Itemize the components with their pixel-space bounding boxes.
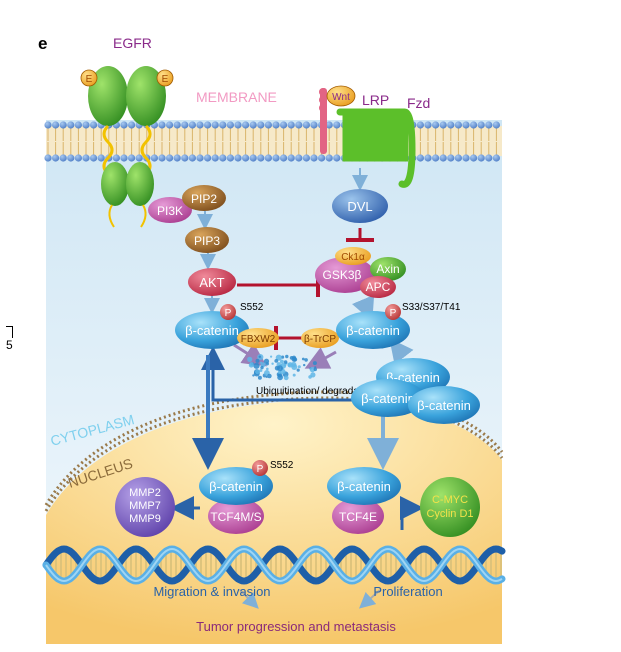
svg-text:PI3K: PI3K [157, 204, 183, 218]
svg-text:AKT: AKT [199, 275, 224, 290]
phospho-nuclear [252, 460, 268, 476]
fbxw2-node [237, 328, 279, 348]
myc-cyclin-targets [420, 477, 480, 537]
beta-catenin-nuclear-left [199, 467, 273, 505]
egf-ligand-right [156, 69, 174, 87]
fzd-receptor [336, 108, 416, 188]
svg-text:β-catenin: β-catenin [337, 479, 391, 494]
svg-text:P: P [390, 308, 397, 319]
migration-label: Migration & invasion [153, 584, 270, 599]
egf-ligand-left [80, 69, 98, 87]
pathway-connectors [170, 168, 424, 609]
wnt-receptor-complex: Wnt LRP Fzd [319, 85, 430, 188]
btrcp-node [301, 328, 339, 348]
margin-marker: 5 [6, 326, 13, 352]
tcf4e-node [332, 498, 384, 534]
pi3k-node [148, 197, 192, 223]
site-s33-s37-t41: S33/S37/T41 [402, 302, 461, 313]
beta-catenin-left [175, 311, 249, 349]
axin-node [370, 257, 406, 281]
ck1a-node [335, 247, 371, 265]
destruction-complex: DVL GSK3β Ck1α Axin APC [315, 189, 406, 298]
svg-text:P: P [257, 464, 264, 475]
svg-text:DVL: DVL [347, 199, 372, 214]
proliferation-label: Proliferation [373, 584, 442, 599]
egfr-receptor: EGFR E E [80, 35, 174, 228]
wnt-ligand [326, 85, 356, 107]
svg-text:C-MYC: C-MYC [432, 494, 468, 506]
gsk3b-node [315, 257, 375, 293]
akt-pathway: PI3K PIP2 PIP3 AKT [148, 185, 236, 296]
svg-text:β-catenin: β-catenin [185, 323, 239, 338]
tumor-outcome-label: Tumor progression and metastasis [196, 619, 396, 634]
svg-text:TCF4E: TCF4E [339, 510, 377, 524]
phospho-left [220, 304, 236, 320]
nuclear-complexes: TCF4M/S β-catenin P S552 TCF4E β-catenin… [115, 460, 480, 537]
beta-catenin-nuclear-right [327, 467, 401, 505]
svg-text:MMP2: MMP2 [129, 487, 161, 499]
svg-text:APC: APC [366, 280, 391, 294]
svg-text:β-catenin: β-catenin [346, 323, 400, 338]
akt-node [188, 268, 236, 296]
dna-helix [42, 545, 506, 585]
pip3-node [185, 227, 229, 253]
svg-text:PIP2: PIP2 [191, 192, 217, 206]
degradation-label: Ubiquitination/ degradation [256, 386, 375, 397]
margin-number: 5 [6, 338, 13, 352]
svg-text:β-catenin: β-catenin [209, 479, 263, 494]
beta-catenin-right [336, 311, 410, 349]
svg-text:β-catenin: β-catenin [417, 398, 471, 413]
tcf4ms-node [208, 498, 264, 534]
svg-text:TCF4M/S: TCF4M/S [210, 510, 261, 524]
beta-catenin-pool: β-catenin β-catenin β-catenin [351, 358, 480, 424]
svg-text:PIP3: PIP3 [194, 234, 220, 248]
svg-text:E: E [86, 74, 93, 85]
svg-text:β-catenin: β-catenin [361, 391, 415, 406]
svg-text:β-TrCP: β-TrCP [304, 334, 336, 345]
svg-text:P: P [225, 308, 232, 319]
egfr-label: EGFR [113, 35, 152, 51]
svg-text:Cyclin D1: Cyclin D1 [426, 508, 473, 520]
cell-membrane [44, 121, 502, 162]
svg-text:GSK3β: GSK3β [323, 268, 362, 282]
mmp-targets [115, 477, 175, 537]
site-s552-cyto: S552 [240, 302, 264, 313]
cytoplasm-beta-catenin: β-catenin P S552 FBXW2 β-TrCP β-catenin … [175, 302, 461, 349]
svg-text:Wnt: Wnt [332, 92, 350, 103]
site-s552-nuc: S552 [270, 460, 294, 471]
phospho-right [385, 304, 401, 320]
membrane-label: MEMBRANE [196, 89, 277, 105]
svg-text:MMP7: MMP7 [129, 500, 161, 512]
svg-text:MMP9: MMP9 [129, 513, 161, 525]
svg-text:Axin: Axin [376, 262, 399, 276]
nuclear-envelope-inner [44, 396, 504, 512]
pip2-node [182, 185, 226, 211]
svg-text:E: E [162, 74, 169, 85]
svg-text:Ck1α: Ck1α [341, 252, 365, 263]
lrp-label: LRP [362, 92, 389, 108]
dvl-node [332, 189, 388, 223]
apc-node [360, 276, 396, 298]
degradation-fragments [247, 354, 317, 381]
panel-letter: e [38, 34, 48, 53]
fzd-label: Fzd [407, 95, 430, 111]
svg-text:FBXW2: FBXW2 [241, 334, 276, 345]
